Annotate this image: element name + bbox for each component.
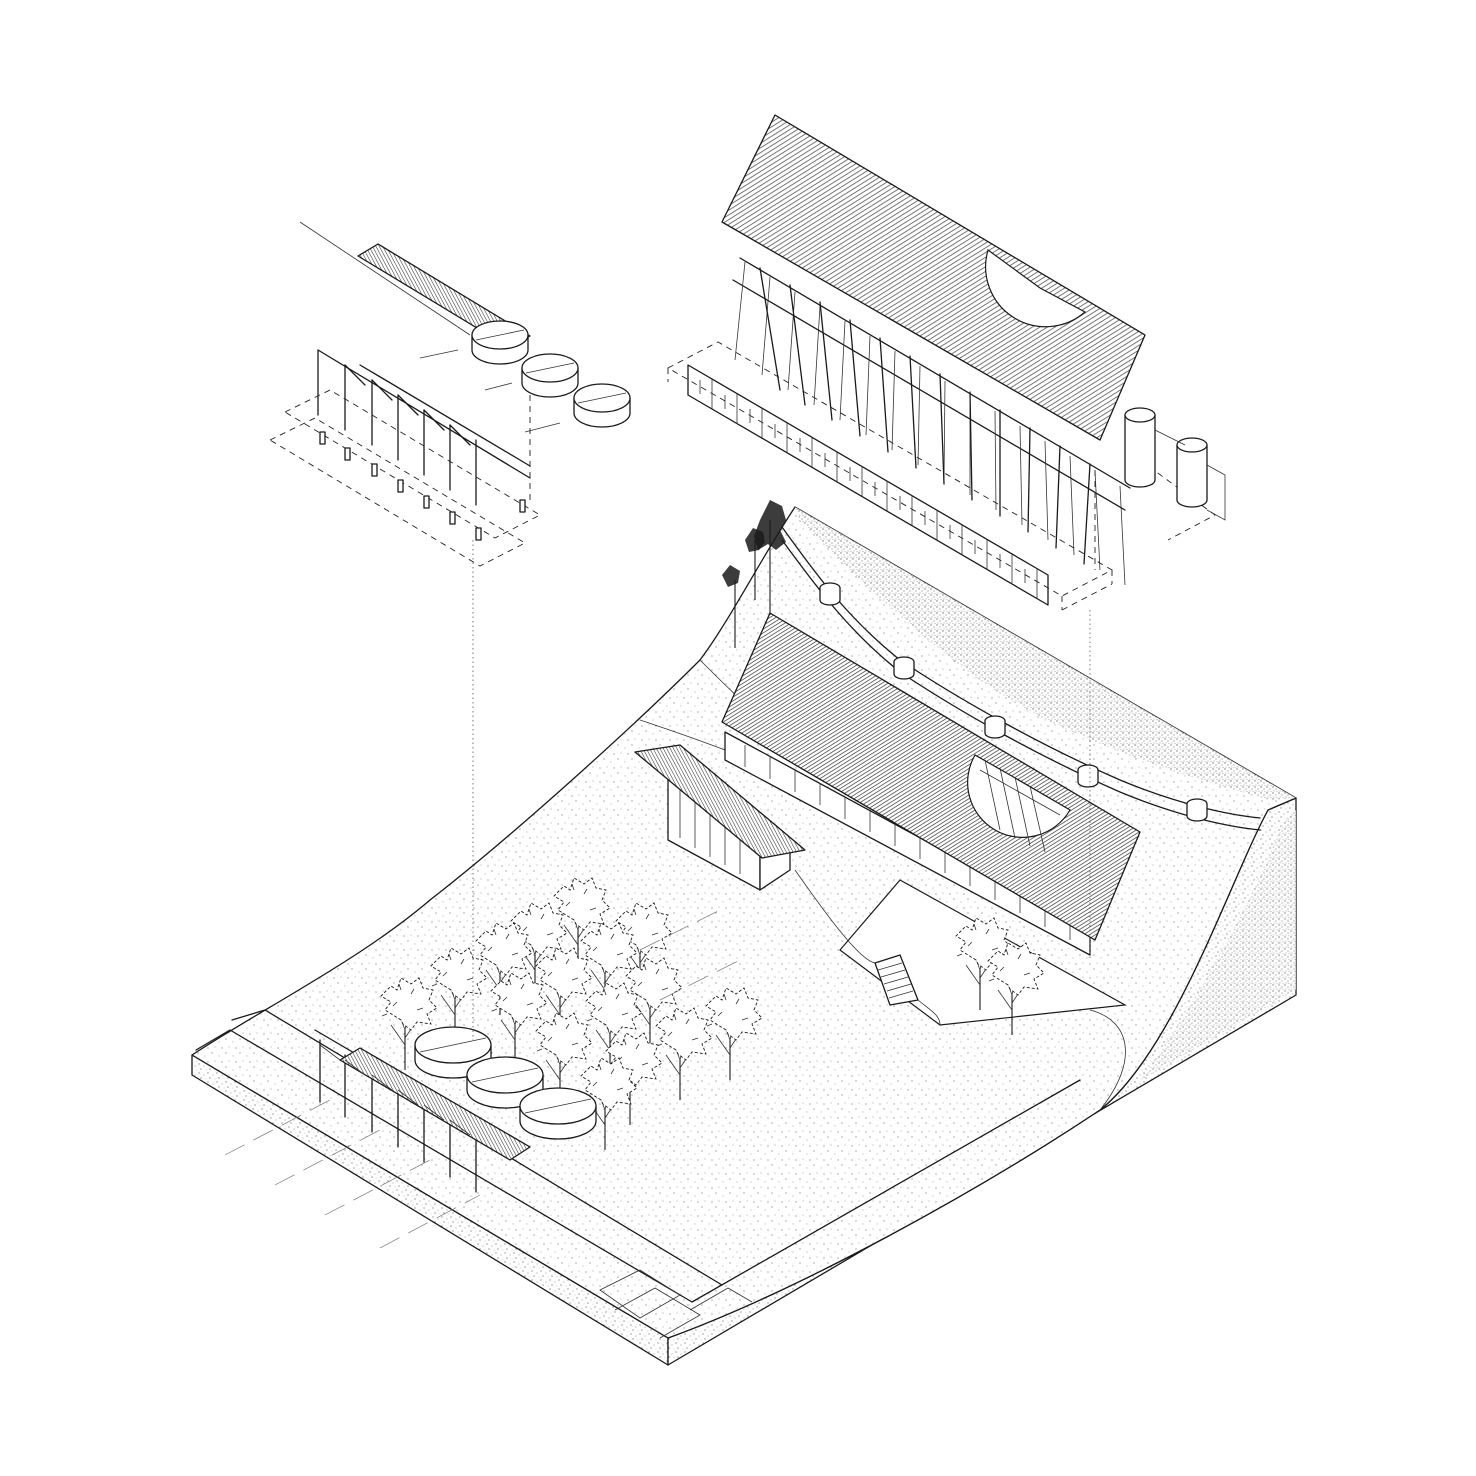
wall-tank — [984, 715, 1006, 739]
footings — [319, 431, 526, 541]
exploded-main-roof — [721, 114, 1146, 441]
tree-canopy — [722, 565, 740, 587]
wall-tank — [819, 582, 841, 606]
wall-tank — [1186, 798, 1208, 822]
exploded-frame — [667, 257, 1216, 611]
stair — [794, 869, 941, 1026]
tall-trees — [722, 500, 786, 648]
wall-panels — [687, 364, 1049, 606]
main-building — [721, 612, 1141, 1036]
planter — [519, 1087, 597, 1140]
water-tank — [1124, 407, 1156, 488]
water-tank — [1176, 437, 1208, 508]
exploded-water-tanks — [1124, 407, 1226, 521]
guide-lines — [224, 909, 741, 1249]
site-terrain-block — [191, 506, 1297, 1366]
front-canopy — [314, 1029, 531, 1193]
wall-tank — [893, 656, 915, 680]
exploded-planter — [573, 383, 631, 428]
small-pavilion — [634, 744, 806, 891]
exploded-planter — [521, 353, 579, 398]
retaining-wall-with-tanks — [781, 526, 1261, 831]
exploded-canopy — [269, 221, 631, 567]
exploded-planter — [471, 320, 529, 365]
wall-tank — [1077, 764, 1099, 788]
tree-canopy — [745, 528, 765, 552]
site-planters — [414, 1026, 597, 1140]
